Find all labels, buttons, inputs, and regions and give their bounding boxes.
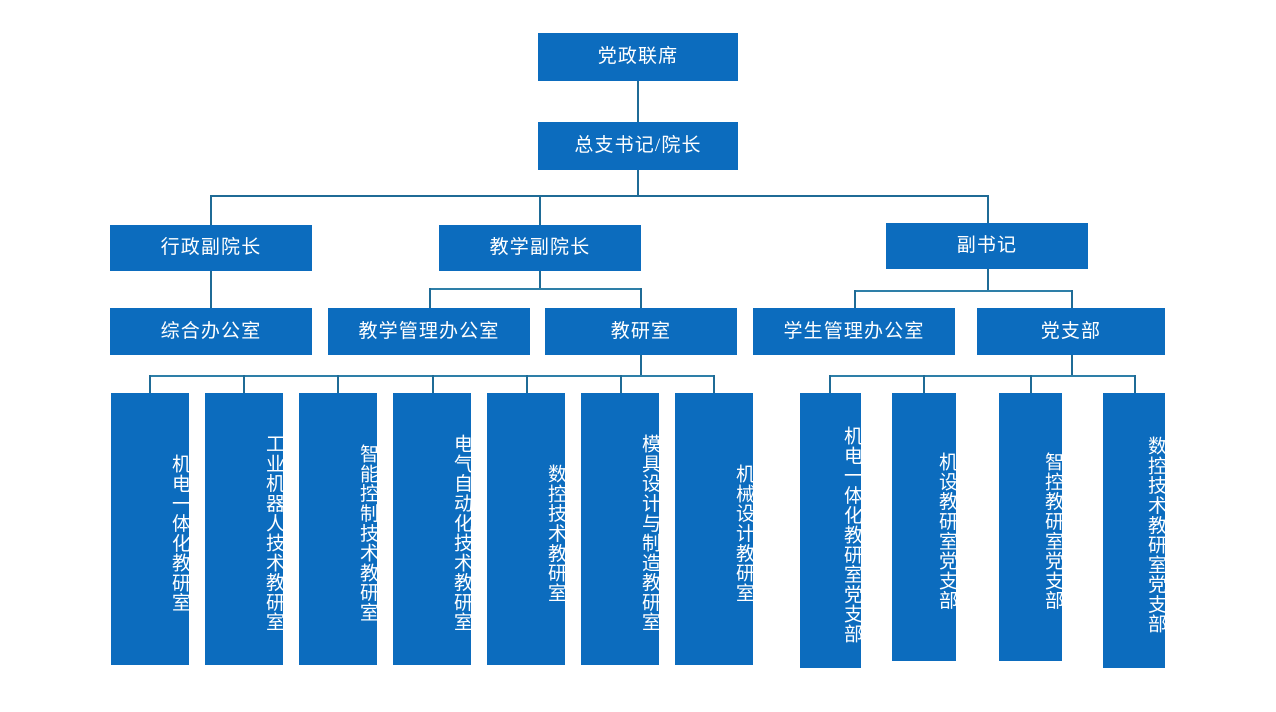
node-research-leaf-1[interactable]: 机电一体化教研室 xyxy=(111,393,190,665)
node-vp-admin[interactable]: 行政副院长 xyxy=(110,225,312,271)
connector-bus-to-party-branch xyxy=(1071,290,1073,308)
node-research-leaf-5[interactable]: 数控技术教研室 xyxy=(487,393,566,665)
connector-bus-to-deputy-secretary xyxy=(987,195,989,225)
node-research-leaf-2[interactable]: 工业机器人技术教研室 xyxy=(205,393,284,665)
connector-leaf-drop-1 xyxy=(149,375,151,393)
node-branch-leaf-1[interactable]: 机电一体化教研室党支部 xyxy=(800,393,862,668)
connector-branch-drop-4 xyxy=(1134,375,1136,393)
node-vp-teaching[interactable]: 教学副院长 xyxy=(439,225,641,271)
connector-branch-drop-1 xyxy=(829,375,831,393)
node-research-leaf-3[interactable]: 智能控制技术教研室 xyxy=(299,393,378,665)
connector-leaf-drop-4 xyxy=(432,375,434,393)
connector-leaf-drop-6 xyxy=(620,375,622,393)
connector-branch-drop-2 xyxy=(923,375,925,393)
node-teaching-admin-office[interactable]: 教学管理办公室 xyxy=(328,308,530,355)
node-branch-leaf-2[interactable]: 机设教研室党支部 xyxy=(892,393,957,661)
connector-secretary-drop xyxy=(637,170,639,196)
connector-bus-to-teaching-admin-office xyxy=(429,288,431,308)
node-branch-leaf-3[interactable]: 智控教研室党支部 xyxy=(999,393,1063,661)
connector-deputy-secretary-drop xyxy=(987,269,989,290)
connector-vp-teaching-bus xyxy=(429,288,642,290)
connector-bus-to-vp-teaching xyxy=(539,195,541,225)
connector-party-branch-drop xyxy=(1071,355,1073,377)
node-research-leaf-4[interactable]: 电气自动化技术教研室 xyxy=(393,393,472,665)
connector-level3-bus xyxy=(210,195,989,197)
node-deputy-secretary[interactable]: 副书记 xyxy=(886,223,1088,269)
node-general-office[interactable]: 综合办公室 xyxy=(110,308,312,355)
connector-leaf-drop-7 xyxy=(713,375,715,393)
connector-leaf-drop-5 xyxy=(526,375,528,393)
connector-bus-to-teaching-research-office xyxy=(640,288,642,308)
node-research-leaf-6[interactable]: 模具设计与制造教研室 xyxy=(581,393,660,665)
connector-bus-to-student-admin-office xyxy=(854,290,856,308)
connector-teaching-research-bus xyxy=(149,375,714,377)
connector-root-to-secretary xyxy=(637,81,639,122)
node-research-leaf-7[interactable]: 机械设计教研室 xyxy=(675,393,754,665)
node-party-branch[interactable]: 党支部 xyxy=(977,308,1165,355)
connector-branch-drop-3 xyxy=(1030,375,1032,393)
connector-party-branch-bus xyxy=(829,375,1135,377)
node-secretary-dean[interactable]: 总支书记/院长 xyxy=(538,122,738,170)
connector-leaf-drop-3 xyxy=(337,375,339,393)
connector-leaf-drop-2 xyxy=(243,375,245,393)
connector-teaching-research-drop xyxy=(640,355,642,377)
node-root[interactable]: 党政联席 xyxy=(538,33,738,81)
connector-deputy-secretary-bus xyxy=(854,290,1073,292)
connector-bus-to-vp-admin xyxy=(210,195,212,225)
node-branch-leaf-4[interactable]: 数控技术教研室党支部 xyxy=(1103,393,1166,668)
connector-vp-teaching-drop xyxy=(539,271,541,289)
node-student-admin-office[interactable]: 学生管理办公室 xyxy=(753,308,955,355)
node-teaching-research-office[interactable]: 教研室 xyxy=(545,308,737,355)
connector-vp-admin-to-general-office xyxy=(210,271,212,308)
